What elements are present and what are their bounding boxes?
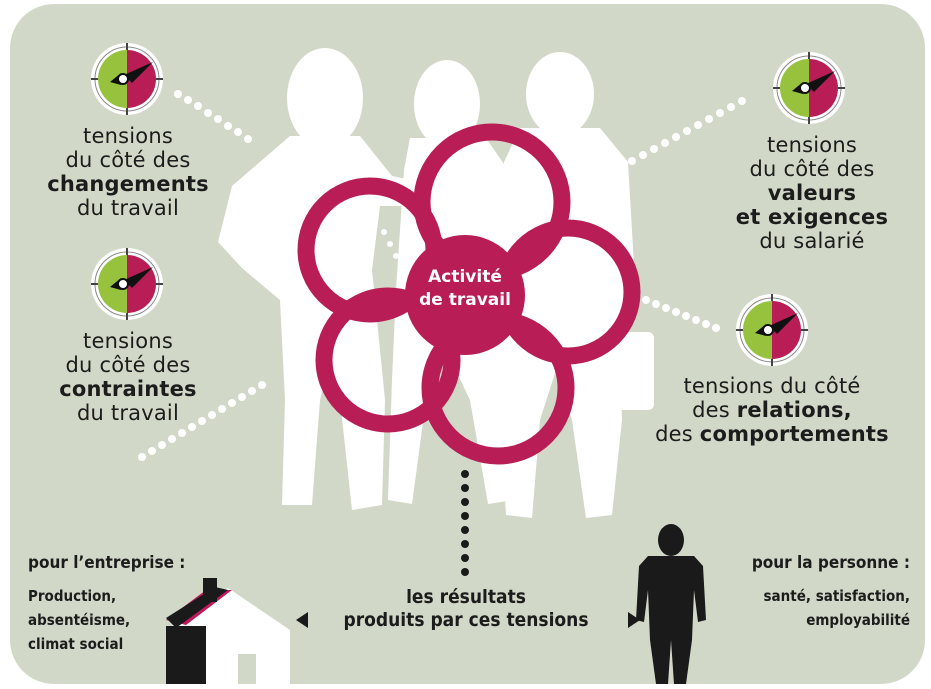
connector-top-right — [628, 97, 746, 165]
results-line-2: produits par ces tensions — [343, 609, 589, 631]
entreprise-title: pour l’entreprise : — [28, 553, 186, 573]
tension-line: du côté des — [65, 148, 191, 172]
gauge-icon — [90, 247, 164, 321]
tension-line-prefix: des — [655, 422, 700, 446]
list-item: climat social — [28, 635, 124, 653]
arrow-left-icon — [296, 612, 308, 628]
tension-keyword: relations, — [736, 398, 852, 422]
dotted-connector-results — [461, 470, 469, 576]
tension-line: tensions — [83, 329, 173, 353]
tension-contraintes: tensions du côté des contraintes du trav… — [40, 329, 216, 425]
connector-bottom-left — [138, 381, 266, 461]
hub-line-1: Activité — [428, 267, 502, 287]
activity-hub — [405, 235, 525, 355]
connector-top-left — [174, 90, 252, 143]
house-icon — [166, 578, 290, 684]
tension-line: des comportements — [650, 422, 894, 446]
results-label: les résultats produits par ces tensions — [312, 586, 620, 632]
tension-line: tensions du côté — [683, 374, 861, 398]
man-silhouette-right — [496, 52, 654, 518]
dotted-connectors — [138, 90, 746, 461]
tension-line: du côté des — [65, 353, 191, 377]
tension-keyword: contraintes — [59, 377, 197, 401]
tension-valeurs: tensions du côté des valeurs et exigence… — [724, 133, 900, 253]
personne-list: santé, satisfaction, employabilité — [710, 584, 910, 632]
tension-keyword: et exigences — [735, 205, 889, 229]
tension-line: du salarié — [759, 229, 865, 253]
entreprise-list: Production, absentéisme, climat social — [28, 584, 130, 656]
tension-relations: tensions du côté des relations, des comp… — [650, 374, 894, 446]
tension-line: du travail — [76, 401, 180, 425]
tension-line: tensions — [83, 124, 173, 148]
gauge-icon — [772, 51, 846, 125]
tension-line: du côté des — [749, 157, 875, 181]
hub-line-2: de travail — [419, 290, 511, 310]
connector-inner-dots — [381, 229, 399, 259]
connector-right — [642, 296, 720, 332]
tension-line: du travail — [76, 196, 180, 220]
hub-label: Activité de travail — [392, 266, 538, 312]
gauge-icon — [735, 293, 809, 367]
tension-keyword: comportements — [699, 422, 889, 446]
tension-changements: tensions du côté des changements du trav… — [40, 124, 216, 220]
tension-line: tensions — [767, 133, 857, 157]
tension-keyword: valeurs — [767, 181, 857, 205]
tension-keyword: changements — [47, 172, 209, 196]
gauge-icon — [90, 42, 164, 116]
person-silhouette-icon — [636, 524, 706, 684]
personne-title: pour la personne : — [751, 553, 910, 573]
list-item: santé, satisfaction, — [763, 587, 910, 605]
petal-bottom-left — [315, 287, 461, 433]
tension-line-prefix: des — [692, 398, 737, 422]
list-item: Production, — [28, 587, 117, 605]
list-item: absentéisme, — [28, 611, 131, 629]
list-item: employabilité — [806, 611, 910, 629]
results-line-1: les résultats — [406, 586, 526, 608]
arrow-right-icon — [628, 612, 640, 628]
tension-line: des relations, — [650, 398, 894, 422]
